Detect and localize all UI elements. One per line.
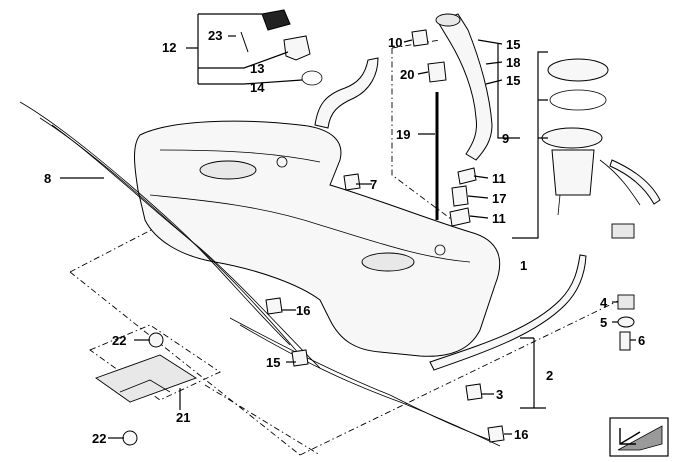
callout-17: 17 (492, 191, 506, 206)
callout-21: 21 (176, 410, 190, 425)
clip-11-upper (457, 167, 477, 185)
access-cover-21 (95, 354, 198, 403)
leader-11b (469, 215, 489, 219)
leader-14 (198, 79, 303, 85)
pump-sender (611, 223, 635, 239)
leader-20 (417, 71, 429, 75)
clip-11-lower (449, 207, 471, 227)
callout-6: 6 (638, 333, 645, 348)
leader-2 (520, 337, 546, 409)
callout-15a: 15 (506, 37, 520, 52)
callout-22a: 22 (112, 333, 126, 348)
leader-15a (477, 39, 503, 45)
callout-13: 13 (250, 61, 264, 76)
boundary-tank-left (69, 214, 301, 456)
o-ring-part-14 (301, 70, 323, 86)
filler-hose (314, 57, 379, 129)
lock-ring (547, 58, 609, 82)
clip-16-lower (487, 425, 505, 443)
tank-right-pump-opening (361, 252, 415, 272)
clip-16-upper (265, 297, 283, 315)
callout-9: 9 (502, 131, 509, 146)
leader-10 (403, 39, 413, 43)
callout-23: 23 (208, 28, 222, 43)
callout-5: 5 (600, 315, 607, 330)
callout-3: 3 (496, 387, 503, 402)
leader-9 (497, 44, 520, 139)
spacer-5 (617, 316, 635, 328)
leader-15b (485, 79, 503, 85)
grommet-22-upper (148, 332, 164, 348)
leader-12 (186, 14, 199, 84)
callout-1: 1 (520, 258, 527, 273)
tether-23 (240, 31, 249, 53)
callout-22b: 22 (92, 431, 106, 446)
valve-part-13 (283, 35, 311, 61)
pump-hose (609, 159, 661, 205)
hose-17 (451, 185, 469, 207)
callout-16b: 16 (514, 427, 528, 442)
callout-11b: 11 (492, 211, 506, 226)
pump-body (551, 149, 595, 196)
callout-11a: 11 (492, 171, 506, 186)
callout-20: 20 (400, 67, 414, 82)
callout-18: 18 (506, 55, 520, 70)
filler-cap-part (261, 9, 291, 31)
bracket-part-20 (427, 61, 447, 83)
callout-19: 19 (396, 127, 410, 142)
callout-12: 12 (162, 40, 176, 55)
leader-13 (198, 51, 289, 69)
fuel-tank-body (134, 120, 501, 357)
callout-10: 10 (388, 35, 402, 50)
rubber-mount-4 (617, 294, 635, 310)
fuel-line-lower (51, 124, 321, 369)
callout-16a: 16 (296, 303, 310, 318)
pump-seal (549, 89, 607, 111)
clamp-part-10 (411, 29, 429, 47)
pump-float-arm (557, 159, 641, 216)
boundary-pipe-lower (204, 384, 321, 456)
tank-vent-port (276, 156, 288, 168)
tank-port-small (434, 244, 446, 256)
filler-pipe (437, 13, 493, 161)
callout-2: 2 (546, 368, 553, 383)
grommet-22-lower (122, 430, 138, 446)
callout-15b: 15 (506, 73, 520, 88)
filler-pipe-mouth (435, 13, 461, 27)
clip-15-lower (291, 349, 309, 367)
fuel-line-bottom-b (239, 324, 501, 447)
leader-18 (485, 61, 503, 65)
cover-flap (119, 379, 171, 393)
callout-15c: 15 (266, 355, 280, 370)
leader-17 (467, 195, 489, 199)
callout-7: 7 (370, 177, 377, 192)
direction-arrow-icon (609, 417, 669, 457)
callout-8: 8 (44, 171, 51, 186)
fuel-line-bottom-a (229, 317, 491, 441)
fuel-line-upper (19, 101, 291, 346)
tank-strap (429, 254, 587, 371)
clip-3 (465, 383, 483, 401)
callout-14: 14 (250, 80, 265, 95)
tank-saddle-ridge (149, 194, 471, 263)
callout-4: 4 (600, 295, 608, 310)
leader-1 (512, 51, 548, 239)
tank-upper-ridge (159, 149, 321, 163)
bolt-6 (619, 331, 631, 351)
tank-left-pump-opening (199, 160, 257, 180)
boundary-tank-right (299, 299, 621, 456)
boundary-filler-group (391, 39, 456, 223)
leader-11a (473, 175, 489, 179)
pump-flange (541, 127, 603, 149)
mount-7 (343, 173, 361, 191)
